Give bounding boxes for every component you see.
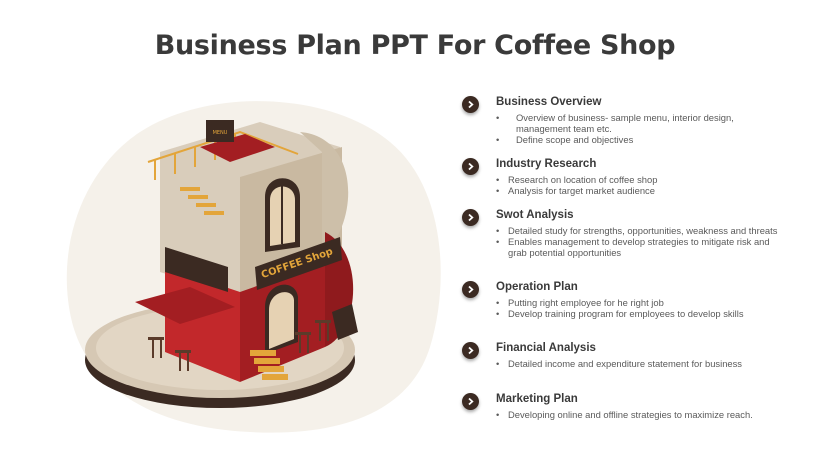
slide-title: Business Plan PPT For Coffee Shop [154,30,676,61]
section-line: Putting right employee for he right job [496,297,782,308]
section-line: Developing online and offline strategies… [496,409,782,420]
section-title: Industry Research [496,158,597,170]
chevron-right-icon [462,158,479,175]
section-title: Financial Analysis [496,342,596,354]
shop-sign [255,237,342,290]
section-line: Analysis for target market audience [496,185,782,196]
section-swot-analysis: Swot Analysis Detailed study for strengt… [462,208,782,280]
section-business-overview: Business Overview Overview of business- … [462,95,782,157]
section-industry-research: Industry Research Research on location o… [462,157,782,208]
chevron-right-icon [462,393,479,410]
awning [135,287,235,324]
section-line: Research on location of coffee shop [496,174,782,185]
chevron-right-icon [462,209,479,226]
chevron-right-icon [462,342,479,359]
section-line: Enables management to develop strategies… [496,236,782,258]
section-line: Define scope and objectives [496,134,782,145]
chevron-right-icon [462,281,479,298]
sections-list: Business Overview Overview of business- … [462,95,782,437]
section-line: Develop training program for employees t… [496,308,782,319]
section-operation-plan: Operation Plan Putting right employee fo… [462,280,782,341]
section-marketing-plan: Marketing Plan Developing online and off… [462,392,782,437]
section-title: Marketing Plan [496,393,578,405]
coffee-shop-illustration: MENU COFFEE Shop [66,101,441,433]
section-title: Business Overview [496,96,602,108]
section-line: Detailed study for strengths, opportunit… [496,225,782,236]
section-line: Detailed income and expenditure statemen… [496,358,782,369]
section-line: Overview of business- sample menu, inter… [496,112,782,134]
menu-board-text: MENU [213,130,228,136]
section-title: Operation Plan [496,281,578,293]
chevron-right-icon [462,96,479,113]
section-financial-analysis: Financial Analysis Detailed income and e… [462,341,782,392]
section-title: Swot Analysis [496,209,574,221]
